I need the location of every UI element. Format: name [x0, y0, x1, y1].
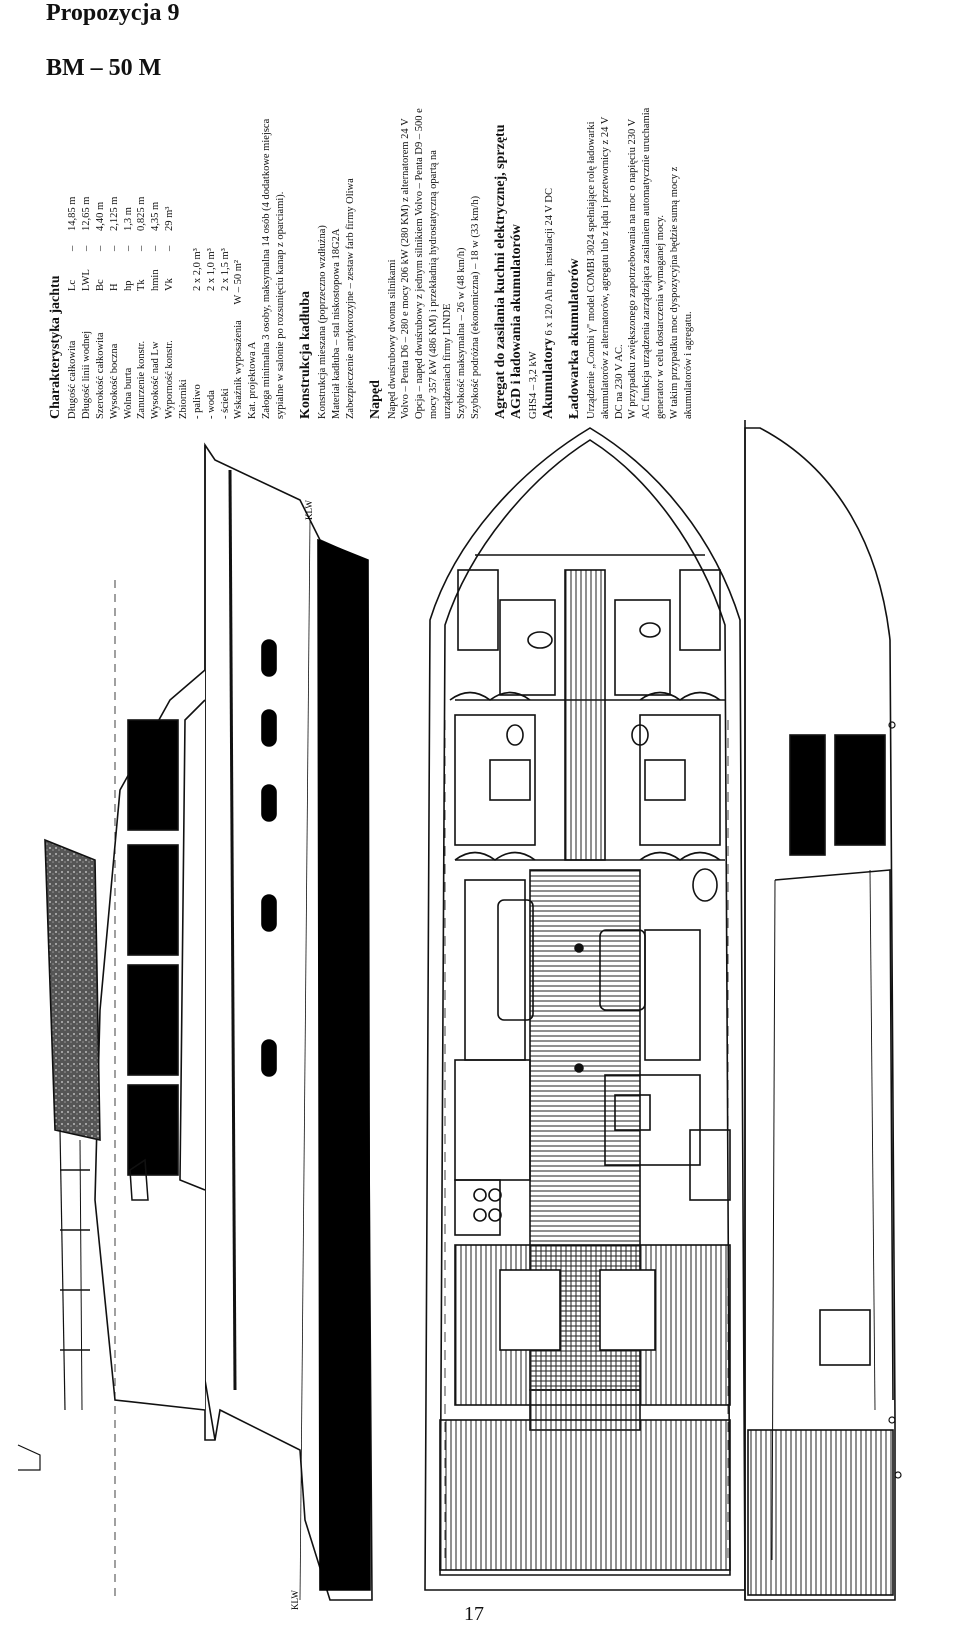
- window: [127, 1084, 179, 1176]
- windshield: [44, 838, 101, 1142]
- porthole: [261, 784, 277, 822]
- porthole: [261, 1039, 277, 1077]
- porthole: [261, 639, 277, 677]
- side-profile: [17, 442, 373, 1601]
- page-title: Propozycja 9: [46, 0, 180, 26]
- page-number: 17: [464, 1603, 484, 1625]
- hatch: [789, 734, 826, 856]
- porthole: [261, 894, 277, 932]
- klw-mark: KLW: [304, 500, 314, 520]
- window: [127, 844, 179, 956]
- window: [127, 964, 179, 1076]
- model-name: BM – 50 M: [46, 55, 162, 81]
- deck-plan: [424, 427, 746, 1591]
- window: [127, 719, 179, 831]
- klw-mark: KLW: [290, 1590, 300, 1610]
- hatch: [834, 734, 886, 846]
- hull-bottom: [317, 538, 371, 1591]
- porthole: [261, 709, 277, 747]
- top-view: [744, 420, 902, 1601]
